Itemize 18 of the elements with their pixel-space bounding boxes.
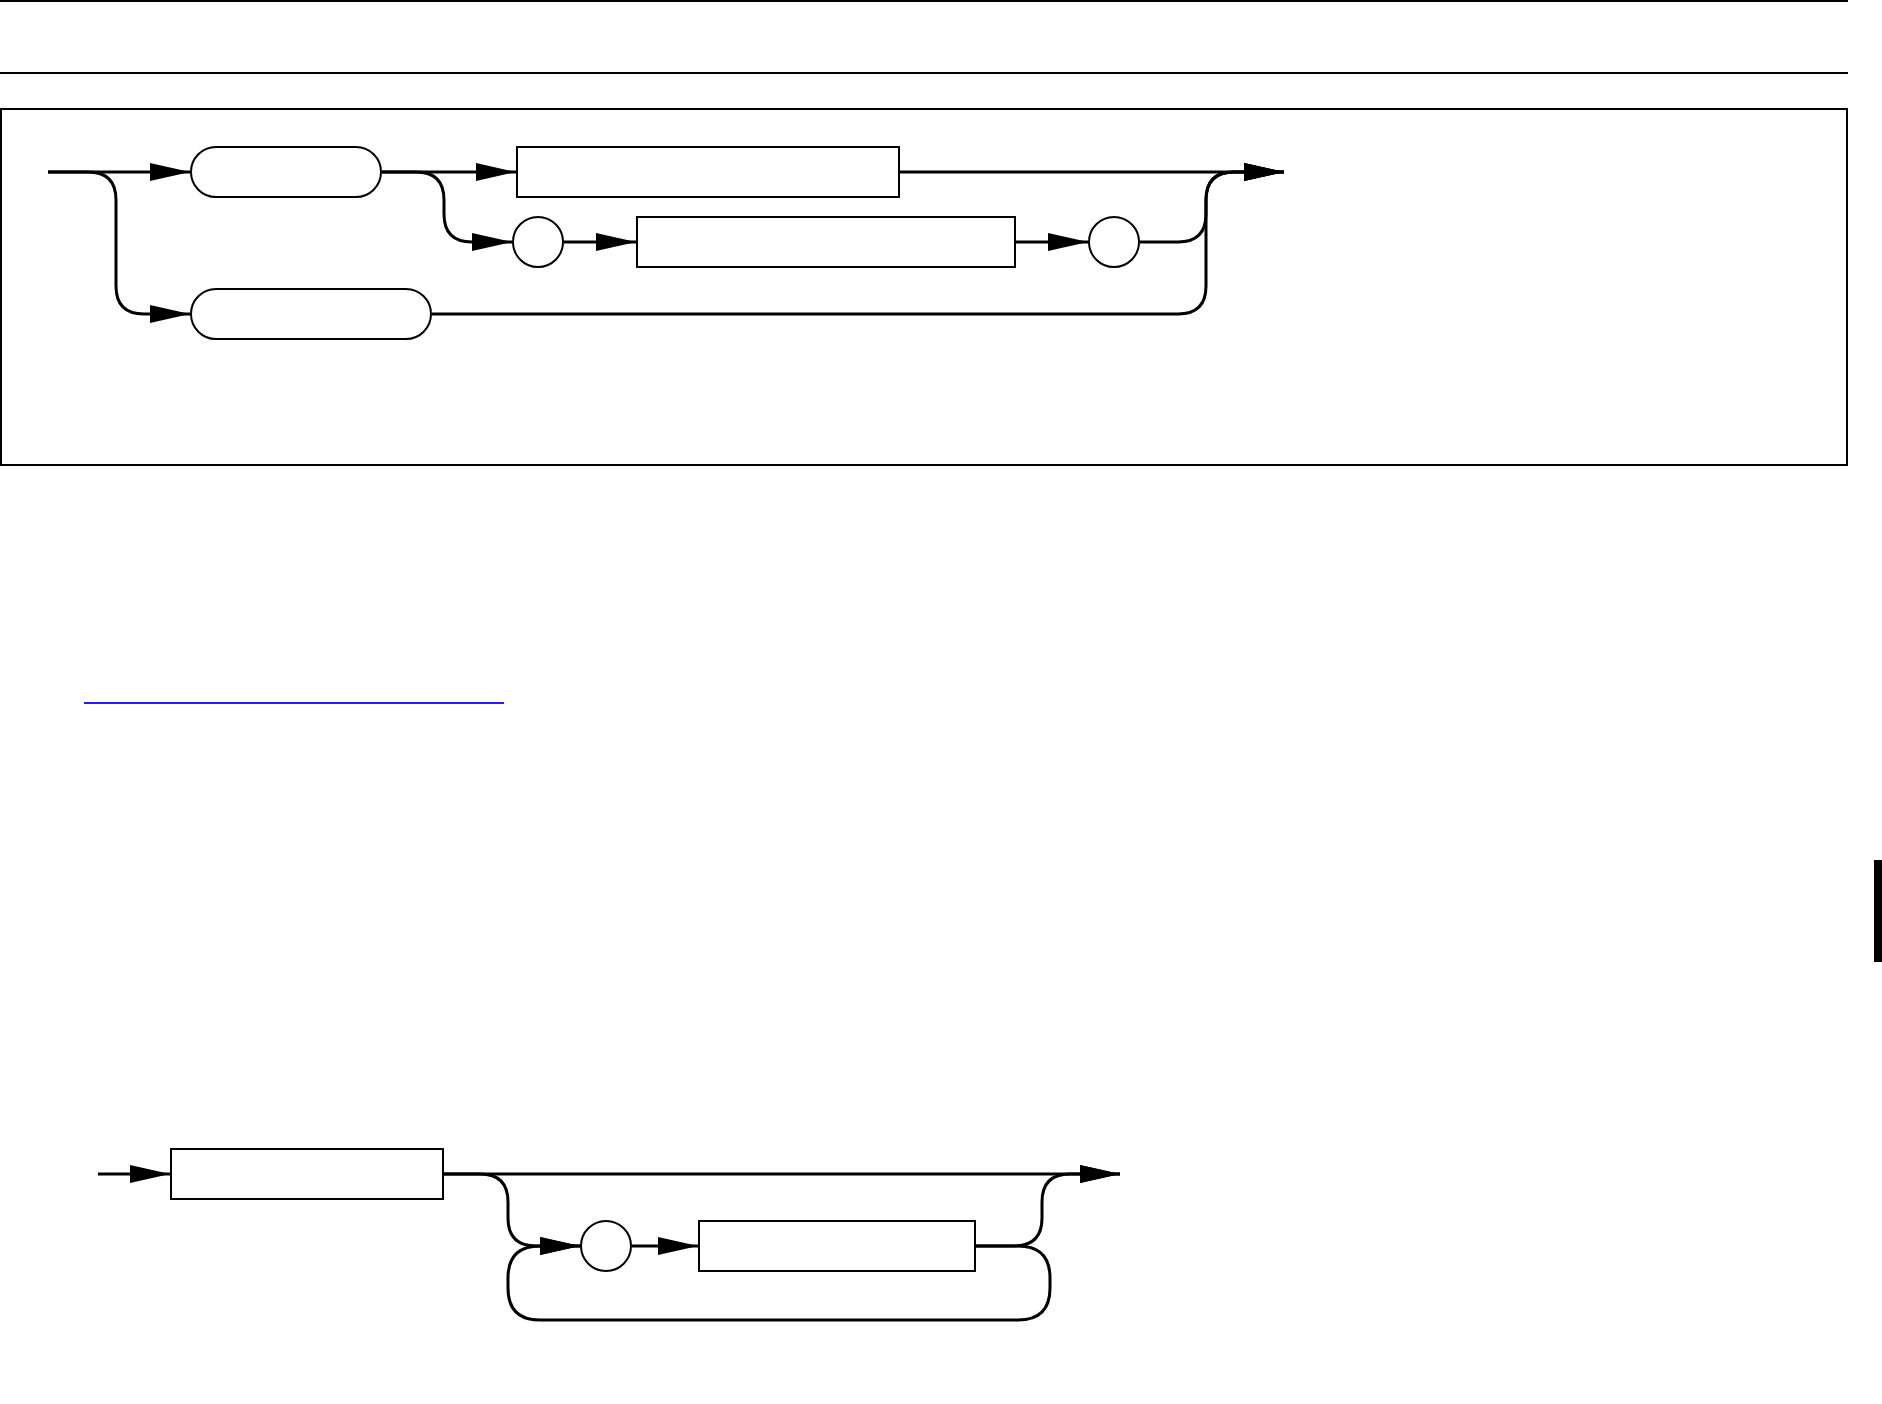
arrow [382, 170, 512, 251]
circle-node [512, 216, 564, 268]
rectangle-box [516, 146, 900, 198]
arrow [976, 1165, 1120, 1248]
arrow [632, 1237, 698, 1255]
rounded-box [190, 146, 382, 198]
arrow [1016, 233, 1088, 251]
circle-node [1088, 216, 1140, 268]
rectangle-box [698, 1220, 976, 1272]
arrow [98, 1165, 170, 1183]
rectangle-box [636, 216, 1016, 268]
arrow [432, 163, 1284, 316]
rectangle-box [170, 1148, 444, 1200]
arrow [506, 1237, 1052, 1322]
rounded-box [190, 288, 432, 340]
circle-node [580, 1220, 632, 1272]
arrow [564, 233, 636, 251]
arrow [48, 170, 190, 323]
